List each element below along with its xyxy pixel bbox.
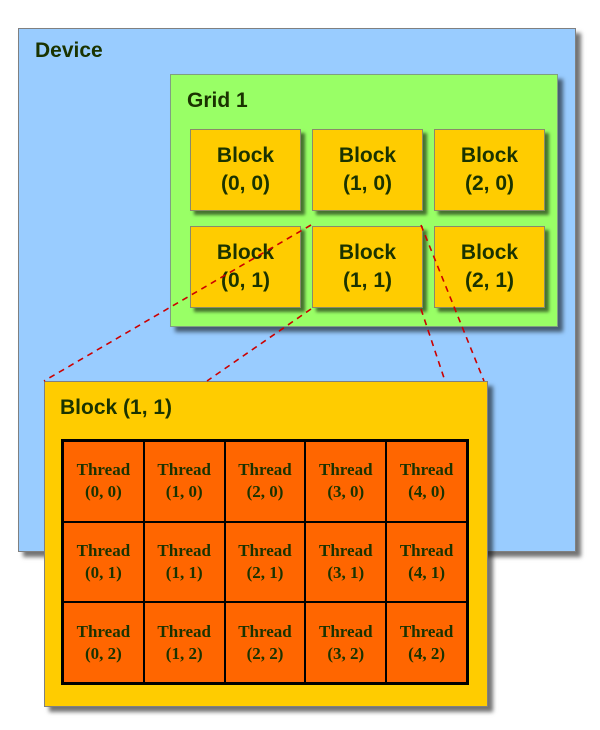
block-coord: (1, 0) (342, 172, 392, 195)
thread-cell: Thread(0, 2) (63, 602, 144, 683)
thread-cell: Thread(1, 2) (143, 602, 225, 683)
grid-box: Grid 1 Block (0, 0) Block (1, 0) Block (… (170, 74, 558, 327)
thread-word: Thread (319, 540, 373, 560)
thread-word: Thread (76, 621, 131, 641)
thread-word: Thread (238, 460, 292, 480)
thread-table: Thread(0, 0) Thread(1, 0) Thread(2, 0) T… (61, 439, 469, 685)
thread-word: Thread (157, 621, 211, 641)
block-coord: (1, 1) (342, 269, 392, 292)
thread-cell: Thread(3, 0) (305, 441, 387, 522)
thread-coord: (4, 1) (408, 562, 445, 582)
device-label: Device (35, 39, 103, 62)
thread-cell: Thread(4, 2) (386, 602, 467, 683)
block-word: Block (338, 144, 397, 167)
thread-coord: (2, 1) (246, 562, 284, 582)
block-detail-label: Block (1, 1) (60, 396, 173, 419)
block-word: Block (216, 144, 275, 167)
block-coord: (2, 1) (464, 269, 514, 292)
grid-block: Block (0, 0) (190, 129, 301, 211)
thread-coord: (3, 0) (327, 482, 365, 502)
thread-coord: (0, 0) (84, 482, 122, 502)
thread-cell: Thread(2, 1) (224, 521, 306, 603)
thread-coord: (2, 2) (246, 643, 284, 663)
block-word: Block (460, 144, 519, 167)
thread-word: Thread (238, 621, 292, 641)
thread-coord: (3, 1) (327, 562, 365, 582)
thread-cell: Thread(0, 1) (63, 521, 144, 603)
thread-coord: (1, 1) (165, 562, 203, 582)
grid-block: Block (2, 0) (434, 129, 545, 211)
thread-coord: (4, 0) (408, 482, 445, 502)
thread-cell: Thread(0, 0) (63, 441, 144, 522)
thread-cell: Thread(2, 0) (224, 441, 306, 522)
thread-cell: Thread(3, 2) (305, 602, 387, 683)
block-word: Block (338, 241, 397, 264)
block-detail-box: Block (1, 1) Thread(0, 0) Thread(1, 0) T… (44, 381, 488, 707)
thread-word: Thread (319, 621, 373, 641)
block-word: Block (460, 241, 519, 264)
thread-word: Thread (238, 540, 292, 560)
thread-word: Thread (76, 460, 131, 480)
block-coord: (2, 0) (464, 172, 514, 195)
thread-cell: Thread(1, 0) (143, 441, 225, 522)
thread-word: Thread (157, 540, 211, 560)
grid-block: Block (2, 1) (434, 226, 545, 308)
thread-coord: (1, 0) (165, 482, 203, 502)
block-coord: (0, 1) (220, 269, 270, 292)
grid-label: Grid 1 (187, 89, 248, 112)
thread-word: Thread (157, 460, 211, 480)
thread-cell: Thread(4, 0) (386, 441, 467, 522)
thread-coord: (1, 2) (165, 643, 203, 663)
thread-cell: Thread(1, 1) (143, 521, 225, 603)
thread-coord: (4, 2) (408, 643, 445, 663)
thread-word: Thread (399, 621, 454, 641)
thread-cell: Thread(2, 2) (224, 602, 306, 683)
thread-word: Thread (319, 460, 373, 480)
thread-cell: Thread(3, 1) (305, 521, 387, 603)
thread-word: Thread (399, 460, 454, 480)
thread-coord: (0, 1) (84, 562, 122, 582)
grid-block: Block (0, 1) (190, 226, 301, 308)
thread-word: Thread (399, 540, 454, 560)
thread-cell: Thread(4, 1) (386, 521, 467, 603)
grid-block: Block (1, 0) (312, 129, 423, 211)
grid-block-highlighted: Block (1, 1) (312, 226, 423, 308)
thread-coord: (3, 2) (327, 643, 365, 663)
thread-coord: (0, 2) (84, 643, 122, 663)
block-coord: (0, 0) (220, 172, 270, 195)
thread-coord: (2, 0) (246, 482, 284, 502)
block-word: Block (216, 241, 275, 264)
thread-word: Thread (76, 540, 131, 560)
